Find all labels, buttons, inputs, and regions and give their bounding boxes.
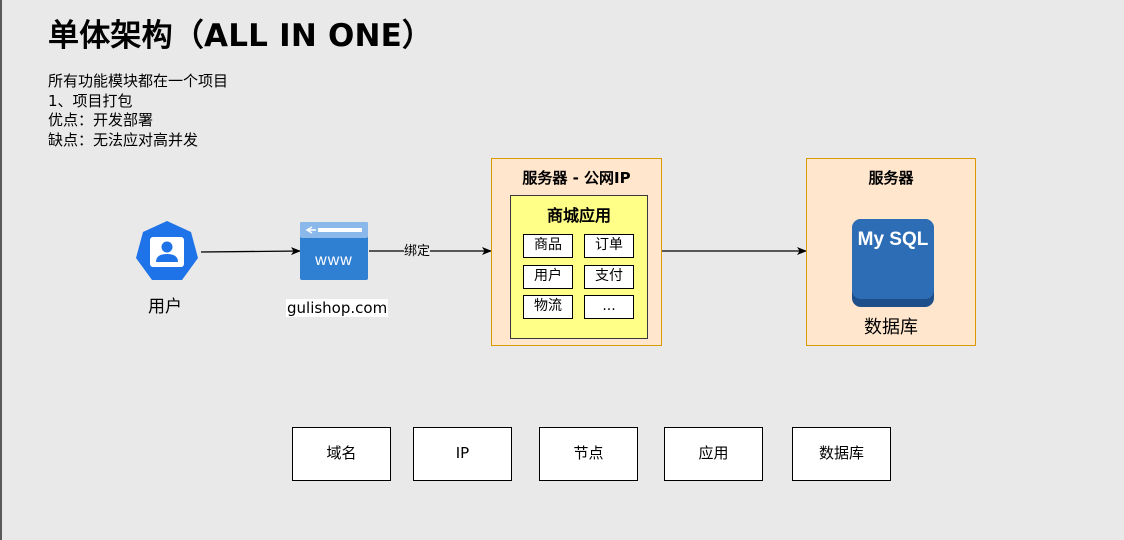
arrow-user-to-domain bbox=[200, 247, 301, 256]
module-payment: 支付 bbox=[584, 265, 634, 289]
description-line: 1、项目打包 bbox=[48, 91, 133, 110]
diagram-title: 单体架构（ALL IN ONE） bbox=[48, 18, 434, 54]
legend-node: 节点 bbox=[539, 427, 638, 481]
legend-domain: 域名 bbox=[292, 427, 391, 481]
description-block: 所有功能模块都在一个项目 1、项目打包 优点：开发部署 缺点：无法应对高并发 bbox=[48, 72, 228, 150]
legend-database: 数据库 bbox=[792, 427, 891, 481]
legend-application: 应用 bbox=[664, 427, 763, 481]
user-icon bbox=[136, 221, 198, 280]
db-server-title: 服务器 bbox=[868, 169, 914, 187]
module-logistics: 物流 bbox=[523, 295, 573, 319]
mall-app-title: 商城应用 bbox=[546, 206, 611, 225]
legend-ip: IP bbox=[413, 427, 512, 481]
app-server-title: 服务器 - 公网IP bbox=[522, 169, 631, 187]
app-server-box: 服务器 - 公网IP 商城应用 商品 订单 用户 支付 物流 ... bbox=[491, 158, 662, 346]
website-icon-text: www bbox=[314, 252, 353, 269]
module-product: 商品 bbox=[523, 234, 573, 258]
mysql-icon-text: My SQL bbox=[858, 229, 929, 250]
user-label: 用户 bbox=[148, 297, 182, 317]
database-label: 数据库 bbox=[864, 317, 918, 338]
website-icon: www bbox=[300, 222, 368, 280]
description-line: 优点：开发部署 bbox=[48, 111, 154, 129]
description-line: 缺点：无法应对高并发 bbox=[48, 130, 199, 149]
module-more: ... bbox=[584, 295, 634, 319]
module-user: 用户 bbox=[523, 265, 573, 289]
mall-app-box: 商城应用 商品 订单 用户 支付 物流 ... bbox=[510, 195, 648, 339]
domain-label: gulishop.com bbox=[286, 299, 389, 317]
mysql-icon: My SQL bbox=[852, 219, 934, 307]
description-line: 所有功能模块都在一个项目 bbox=[48, 72, 229, 90]
module-order: 订单 bbox=[584, 234, 634, 258]
bind-label: 绑定 bbox=[404, 240, 431, 259]
db-server-box: 服务器 My SQL 数据库 bbox=[806, 158, 976, 346]
